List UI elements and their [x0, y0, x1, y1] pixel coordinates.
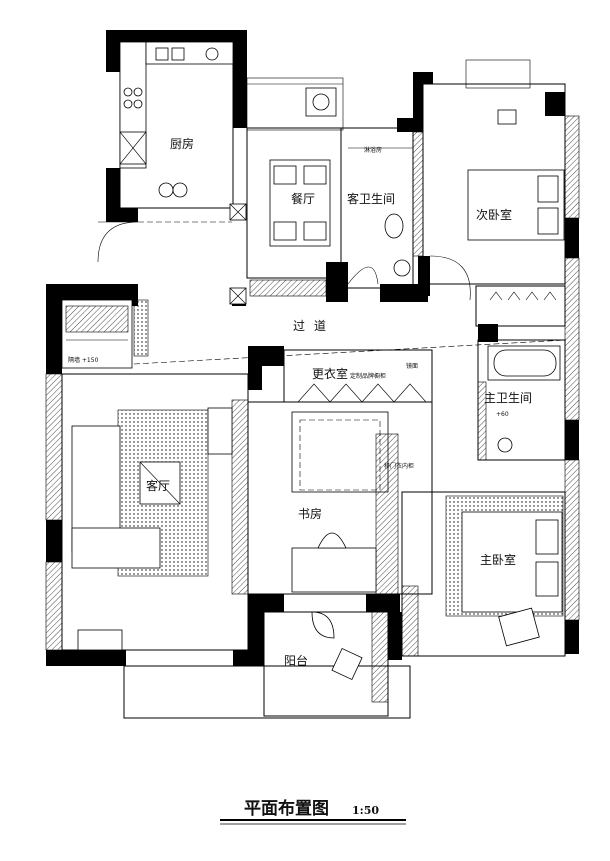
kitchen-fixtures: [97, 41, 234, 263]
dining-fixtures: [229, 87, 337, 305]
outline-walls: [45, 41, 580, 719]
room-label-dining: 餐厅: [291, 191, 315, 206]
room-label-corridor: 过道: [293, 319, 335, 333]
room-label-study: 书房: [298, 506, 322, 521]
annotations: 淋浴房 镜面 隔墙 +150 +60 移门衣内柜: [68, 146, 509, 470]
guest-bath-fixtures: [347, 147, 471, 301]
drawing-title: 平面布置图: [244, 798, 329, 819]
room-label-balcony: 阳台: [284, 653, 308, 668]
note-shower: 淋浴房: [364, 146, 382, 154]
note-partition-wall: 隔墙 +150: [68, 356, 99, 364]
room-label-master-bath: 主卫生间: [484, 391, 532, 405]
room-label-second-bedroom: 次卧室: [476, 207, 512, 222]
drawing-scale: 1:50: [352, 804, 379, 817]
walls: [46, 30, 579, 666]
room-label-kitchen: 厨房: [170, 136, 194, 151]
room-label-cloakroom-note: 定制品牌橱柜: [350, 372, 386, 380]
note-mirror: 镜面: [406, 362, 418, 370]
room-labels: 厨房 餐厅 客卫生间 次卧室 过道 更衣室 定制品牌橱柜 客厅 书房 主卫生间 …: [146, 136, 532, 668]
room-label-living: 客厅: [146, 478, 170, 493]
room-label-cloakroom: 更衣室: [312, 366, 348, 381]
living-fixtures: [71, 407, 233, 651]
room-label-master-bedroom: 主卧室: [480, 552, 516, 567]
note-built-in: 移门衣内柜: [384, 462, 414, 470]
drawing-title-block: 平面布置图 1:50: [220, 798, 406, 825]
room-label-guest-bath: 客卫生间: [347, 191, 395, 206]
note-level-mark: +60: [496, 411, 509, 418]
